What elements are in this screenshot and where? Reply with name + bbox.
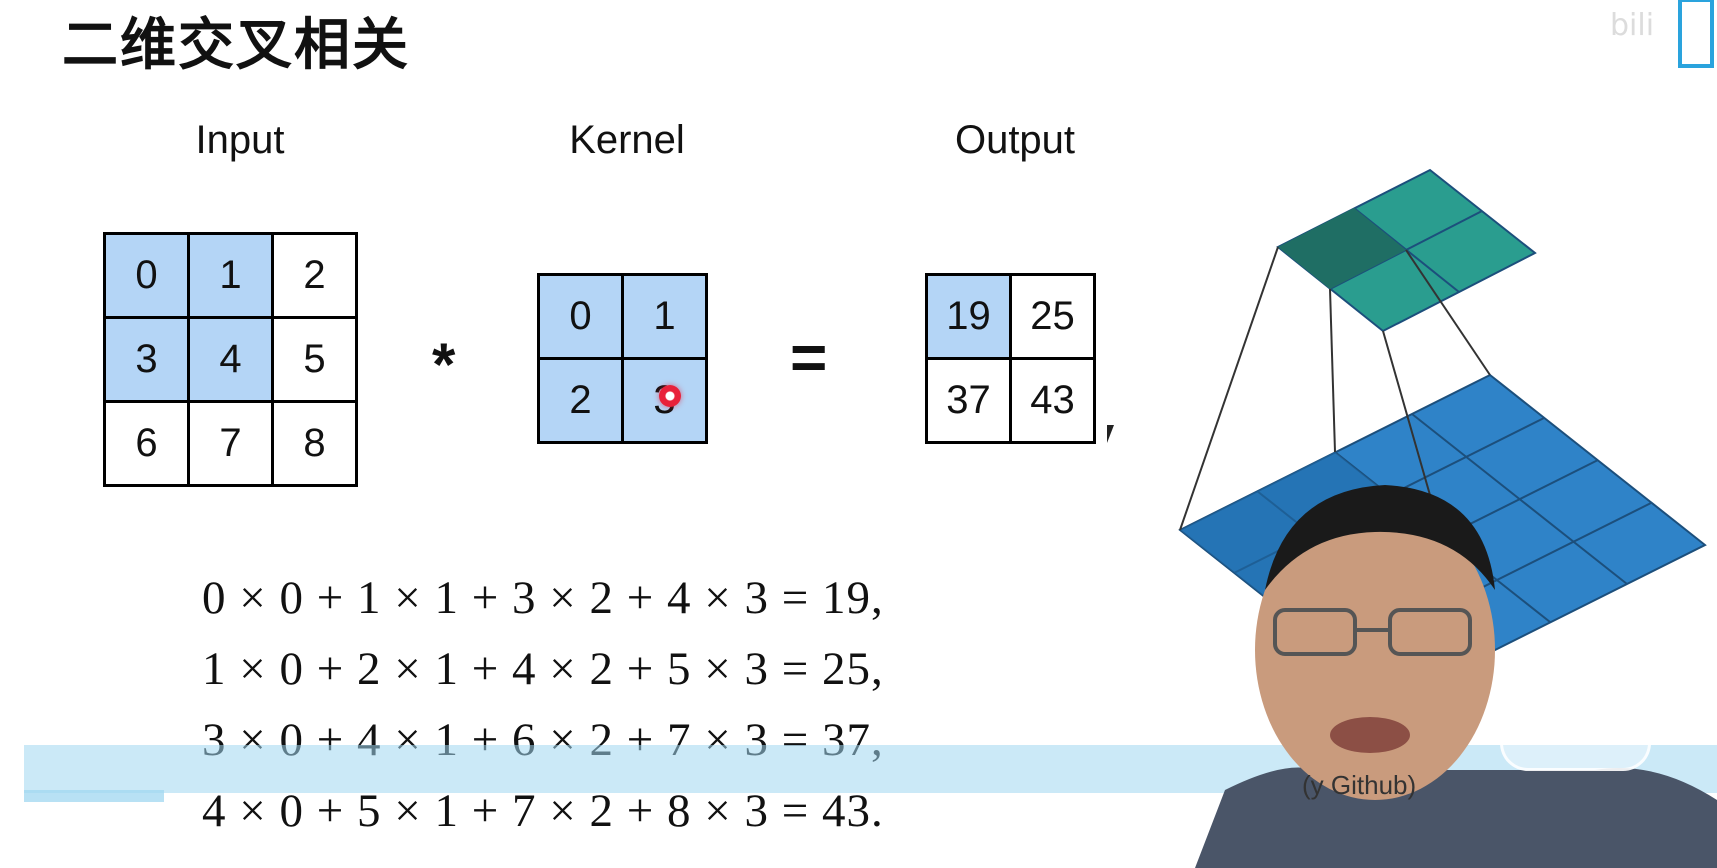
- input-cell: 2: [271, 232, 358, 319]
- kernel-matrix: 0 1 2 3: [537, 273, 708, 444]
- input-cell: 7: [187, 400, 274, 487]
- input-cell: 1: [187, 232, 274, 319]
- input-cell: 5: [271, 316, 358, 403]
- equation-line: 0 × 0 + 1 × 1 + 3 × 2 + 4 × 3 = 19,: [202, 572, 884, 624]
- input-cell: 3: [103, 316, 190, 403]
- equation-line: 1 × 0 + 2 × 1 + 4 × 2 + 5 × 3 = 25,: [202, 643, 884, 695]
- input-cell: 4: [187, 316, 274, 403]
- input-cell: 0: [103, 232, 190, 319]
- kernel-cell: 1: [621, 273, 708, 360]
- multiply-operator: *: [432, 331, 456, 398]
- kernel-cell: 3: [621, 357, 708, 444]
- output-cell: 25: [1009, 273, 1096, 360]
- output-label: Output: [954, 118, 1076, 162]
- equations: 0 × 0 + 1 × 1 + 3 × 2 + 4 × 3 = 19, 1 × …: [202, 563, 884, 847]
- input-cell: 6: [103, 400, 190, 487]
- play-icon[interactable]: [1500, 640, 1651, 771]
- subtitle-band-edge: [24, 790, 164, 802]
- kernel-cell: 0: [537, 273, 624, 360]
- input-cell: 8: [271, 400, 358, 487]
- output-cell: 37: [925, 357, 1012, 444]
- output-cell: 43: [1009, 357, 1096, 444]
- kernel-cell: 2: [537, 357, 624, 444]
- output-cell: 19: [925, 273, 1012, 360]
- kernel-label: Kernel: [569, 118, 685, 162]
- input-label: Input: [195, 118, 285, 162]
- subtitle-text: (y Github): [1302, 770, 1417, 800]
- laser-pointer-icon: [659, 385, 681, 407]
- presenter-video: [1195, 470, 1717, 868]
- output-matrix: 19 25 37 43: [925, 273, 1096, 444]
- input-matrix: 0 1 2 3 4 5 6 7 8: [103, 232, 358, 487]
- slide-title: 二维交叉相关: [62, 13, 410, 78]
- mouse-cursor-icon: [1107, 425, 1114, 443]
- equals-operator: =: [790, 321, 828, 393]
- svg-text:bili: bili: [1610, 8, 1654, 43]
- bilibili-logo: bili: [1600, 0, 1717, 70]
- equation-line: 4 × 0 + 5 × 1 + 7 × 2 + 8 × 3 = 43.: [202, 785, 884, 837]
